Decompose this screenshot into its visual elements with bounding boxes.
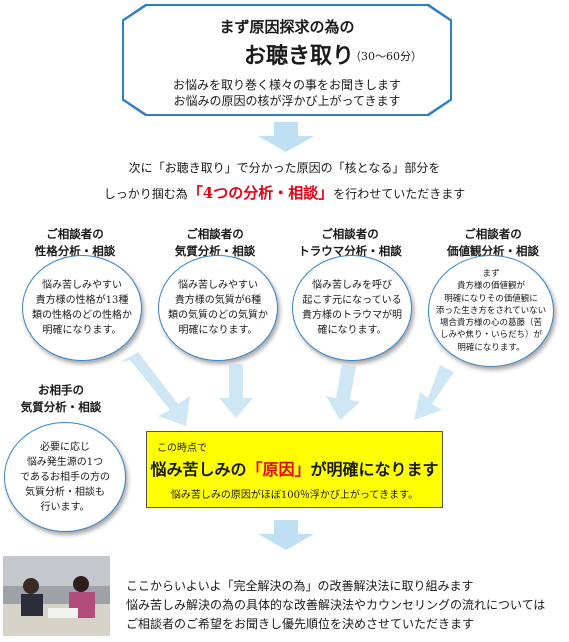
intake-desc-2: お悩みの原因の核が浮かび上がってきます: [173, 94, 401, 108]
circle-temperament: 悩み苦しみやすい貴方様の気質が6種類の気質のどの気質か明確になります。: [158, 255, 278, 361]
analysis-intro-line1: 次に「お聴き取り」で分かった原因の「核となる」部分を: [128, 161, 441, 175]
analysis-intro-pre: しっかり掴む為: [103, 187, 188, 201]
analysis-intro-line2: しっかり掴む為「4つの分析・相談」を行わせていただきます: [0, 182, 569, 203]
category-label-trauma: ご相談者のトラウマ分析・相談: [298, 227, 402, 258]
circle-values-text: まず貴方様の価値観が明確になりその価値観に添った生き方をされていない場合貴方様の…: [435, 269, 547, 353]
arrow-from-trauma: [326, 364, 360, 420]
arrow-from-personality: [120, 352, 190, 426]
bottom-line2: 悩み苦しみ解決の為の具体的な改善解決法やカウンセリングの流れについては: [126, 598, 546, 612]
down-arrow: [258, 122, 314, 152]
intake-box: まず原因探求の為の お聴き取り （30〜60分） お悩みを取り巻く様々の事をお聞…: [124, 6, 450, 114]
result-sub: 悩み苦しみの原因がほぼ100％浮かび上がってきます。: [170, 490, 419, 501]
result-main: 悩み苦しみの「原因」が明確になります: [150, 460, 439, 479]
category-label-values: ご相談者の価値観分析・相談: [447, 227, 539, 258]
circle-trauma-text: 悩み苦しみを呼び起こす元になっている貴方様のトラウマが明確になります。: [302, 280, 402, 336]
bottom-line1: ここからいよいよ「完全解決の為」の改善解決法に取り組みます: [126, 579, 474, 593]
analysis-intro-post: を行わせていただきます: [333, 187, 466, 201]
down-arrow-2: [258, 520, 314, 550]
category-label-partner: お相手の気質分析・相談: [20, 383, 102, 414]
four-analysis-highlight: 「4つの分析・相談」: [187, 184, 334, 202]
result-box: この時点で 悩み苦しみの「原因」が明確になります 悩み苦しみの原因がほぼ100％…: [146, 431, 443, 508]
intake-intro: まず原因探求の為の: [219, 18, 355, 36]
intake-duration: （30〜60分）: [350, 50, 422, 63]
intake-box-border: まず原因探求の為の お聴き取り （30〜60分） お悩みを取り巻く様々の事をお聞…: [122, 4, 452, 116]
circle-personality-text: 悩み苦しみやすい貴方様の性格が13種類の性格のどの性格か明確になります。: [32, 280, 132, 336]
intake-desc-1: お悩みを取り巻く様々の事をお聞きします: [172, 78, 401, 92]
circle-trauma: 悩み苦しみを呼び起こす元になっている貴方様のトラウマが明確になります。: [292, 255, 412, 361]
category-label-temperament: ご相談者の気質分析・相談: [174, 227, 256, 258]
category-label-personality: ご相談者の性格分析・相談: [34, 227, 116, 258]
circle-values: まず貴方様の価値観が明確になりその価値観に添った生き方をされていない場合貴方様の…: [428, 255, 554, 367]
counseling-photo: [3, 556, 110, 636]
arrow-from-temperament: [219, 364, 253, 418]
bottom-line3: ご相談者のご希望をお聞きし優先順位を決めさせていただきます: [126, 617, 475, 631]
circle-personality: 悩み苦しみやすい貴方様の性格が13種類の性格のどの性格か明確になります。: [22, 255, 142, 361]
cause-highlight: 「原因」: [246, 460, 311, 479]
intake-title: お聴き取り: [244, 43, 355, 69]
circle-partner: 必要に応じ悩み発生源の1つであるお相手の方の気質分析・相談も行います。: [4, 422, 126, 532]
circle-partner-text: 必要に応じ悩み発生源の1つであるお相手の方の気質分析・相談も行います。: [20, 441, 110, 513]
circle-temperament-text: 悩み苦しみやすい貴方様の気質が6種類の気質のどの気質か明確になります。: [168, 280, 268, 336]
result-small-label: この時点で: [157, 443, 207, 454]
arrow-from-values: [414, 365, 454, 420]
